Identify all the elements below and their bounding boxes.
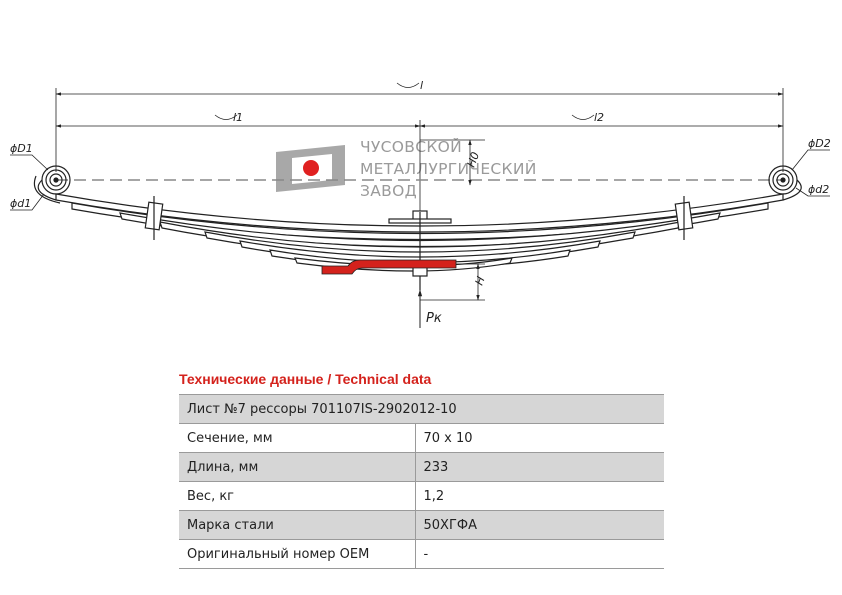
- logo-line-3: ЗАВОД: [360, 182, 417, 200]
- table-row: Марка стали 50ХГФА: [179, 510, 664, 540]
- label-d2-inner: ϕd2: [808, 183, 829, 196]
- row-label: Сечение, мм: [179, 423, 416, 453]
- label-d2-outer: ϕD2: [808, 137, 831, 150]
- company-logo: ЧУСОВСКОЙ МЕТАЛЛУРГИЧЕСКИЙ ЗАВОД: [276, 137, 537, 200]
- row-label: Марка стали: [179, 510, 416, 540]
- label-h0: H0: [465, 150, 482, 169]
- table-row: Сечение, мм 70 x 10: [179, 423, 664, 453]
- label-d1-inner: ϕd1: [10, 197, 31, 210]
- table-header-cell: Лист №7 рессоры 701107IS-2902012-10: [179, 394, 664, 424]
- table-row: Длина, мм 233: [179, 452, 664, 482]
- rebound-clips: [144, 196, 694, 240]
- height-dimensions: [420, 139, 485, 301]
- row-value: 1,2: [415, 481, 664, 511]
- table-row: Оригинальный номер OEM -: [179, 539, 664, 569]
- logo-mark-red-dot: [303, 160, 319, 176]
- label-l1: l1: [233, 111, 243, 124]
- center-bolt: [388, 210, 452, 290]
- logo-line-1: ЧУСОВСКОЙ: [360, 137, 462, 156]
- label-l: l: [420, 79, 423, 92]
- row-label: Оригинальный номер OEM: [179, 539, 416, 569]
- row-value: 70 x 10: [415, 423, 664, 453]
- left-eye: [33, 165, 71, 204]
- leaf-spring-drawing: ЧУСОВСКОЙ МЕТАЛЛУРГИЧЕСКИЙ ЗАВОД l l1 l2: [10, 79, 831, 328]
- technical-data-title: Технические данные / Technical data: [179, 371, 432, 387]
- label-l2: l2: [594, 111, 604, 124]
- row-value: 233: [415, 452, 664, 482]
- row-value: 50ХГФА: [415, 510, 664, 540]
- technical-data-table: Лист №7 рессоры 701107IS-2902012-10 Сече…: [179, 394, 664, 569]
- row-label: Вес, кг: [179, 481, 416, 511]
- row-value: -: [415, 539, 664, 569]
- label-d1-outer: ϕD1: [10, 142, 33, 155]
- eye-leaders: [10, 149, 830, 211]
- leaf-7-highlight: [321, 259, 457, 275]
- right-eye: [768, 165, 802, 201]
- label-load: Pк: [426, 311, 442, 326]
- table-row: Вес, кг 1,2: [179, 481, 664, 511]
- dimension-lines: [55, 82, 784, 228]
- logo-line-2: МЕТАЛЛУРГИЧЕСКИЙ: [360, 159, 537, 178]
- table-header-row: Лист №7 рессоры 701107IS-2902012-10: [179, 394, 664, 424]
- row-label: Длина, мм: [179, 452, 416, 482]
- spring-leaves: [55, 193, 784, 272]
- label-h: H: [473, 275, 488, 287]
